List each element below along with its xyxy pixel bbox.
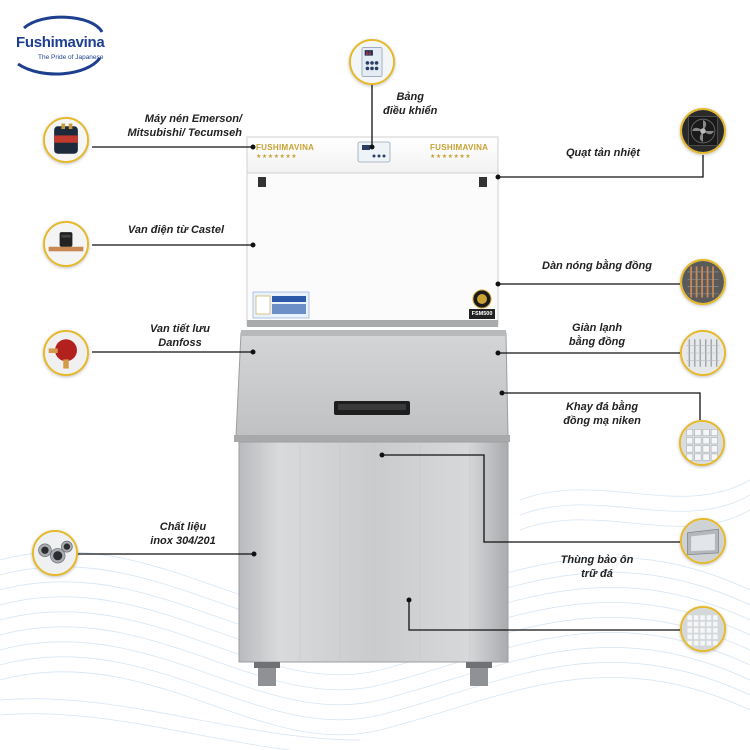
panel-display: 88 bbox=[366, 51, 372, 57]
label-material: Chất liệu inox 304/201 bbox=[150, 521, 216, 547]
label-compressor: Máy nén Emerson/ Mitsubishi/ Tecumseh bbox=[127, 113, 242, 139]
fan-icon bbox=[680, 108, 726, 154]
label-expansion-valve: Van tiết lưu Danfoss bbox=[149, 323, 210, 349]
condenser-icon bbox=[680, 259, 726, 305]
logo-tagline: The Pride of Japanese bbox=[38, 54, 104, 61]
ice-tray-icon bbox=[679, 420, 725, 466]
label-storage-bin: Thùng bảo ôn trữ đá bbox=[560, 554, 634, 580]
label-solenoid-valve: Van điện từ Castel bbox=[127, 224, 224, 236]
brand-logo: Fushimavina The Pride of Japanese bbox=[12, 14, 107, 76]
storage-cabinet bbox=[238, 441, 509, 663]
label-ice-tray: Khay đá bằng đồng mạ niken bbox=[563, 401, 641, 427]
unit-brand-left: FUSHIMAVINA bbox=[256, 143, 315, 152]
evaporator-icon bbox=[680, 330, 726, 376]
solenoid-valve-icon bbox=[43, 221, 89, 267]
compressor-icon bbox=[43, 117, 89, 163]
label-condenser: Dàn nóng bằng đồng bbox=[542, 260, 652, 272]
label-evaporator: Giàn lạnh bằng đồng bbox=[568, 322, 626, 348]
storage-bin-icon bbox=[680, 518, 726, 564]
label-control-panel: Bảng điều khiển bbox=[383, 91, 438, 117]
logo-text: Fushimavina bbox=[16, 34, 105, 51]
lower-upper-body bbox=[235, 332, 509, 437]
expansion-valve-icon bbox=[43, 330, 89, 376]
label-cooling-fan: Quạt tản nhiệt bbox=[566, 147, 640, 159]
steel-pipes-icon bbox=[32, 530, 78, 576]
unit-brand-right: FUSHIMAVINA bbox=[430, 143, 489, 152]
unit-stars-right: ★★★★★★★ bbox=[430, 154, 472, 160]
model-badge: FSM500 bbox=[469, 309, 495, 319]
control-panel-icon: 88 bbox=[349, 39, 395, 85]
logo-swoosh-icon bbox=[17, 15, 104, 76]
ice-grid-icon bbox=[680, 606, 726, 652]
unit-stars-left: ★★★★★★★ bbox=[256, 154, 298, 160]
